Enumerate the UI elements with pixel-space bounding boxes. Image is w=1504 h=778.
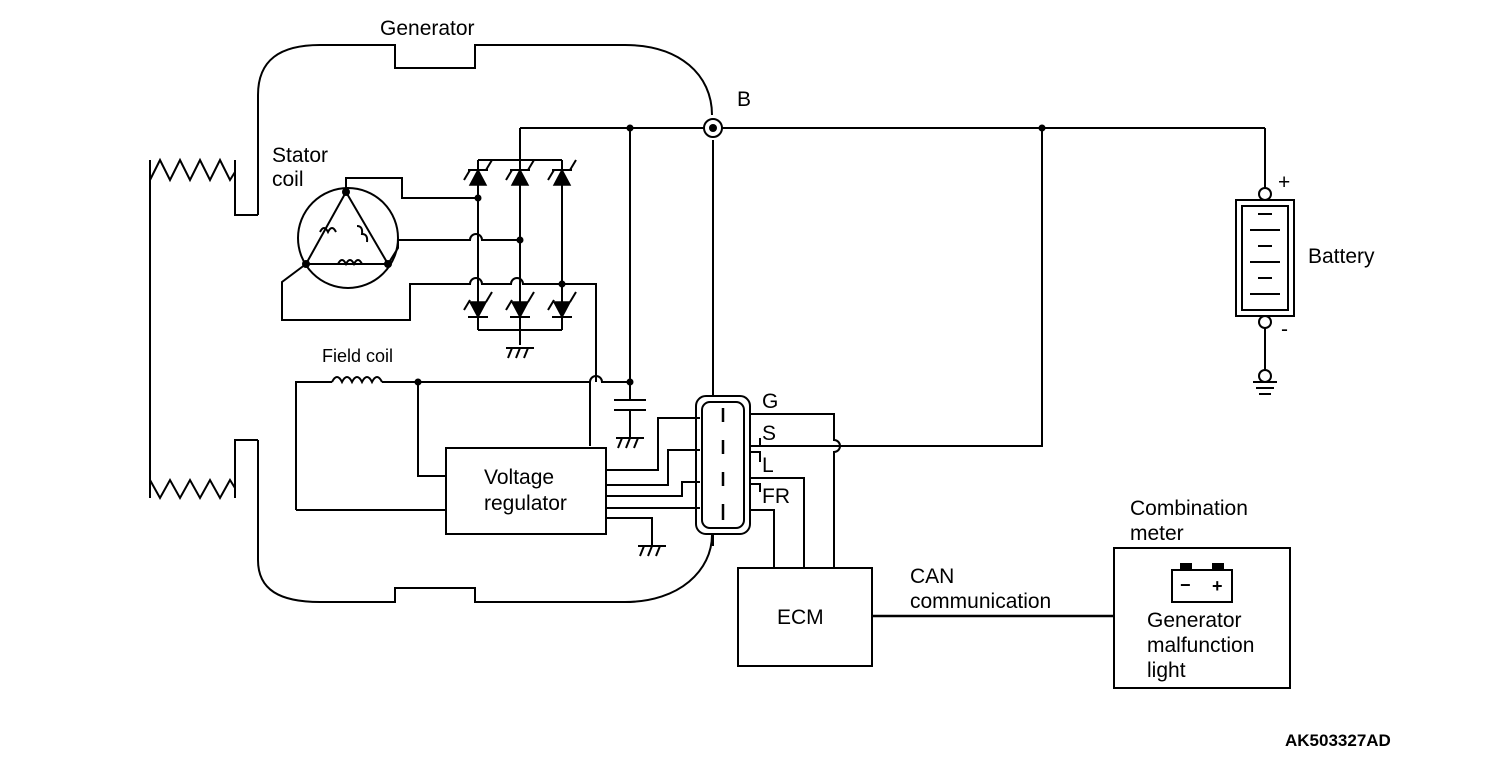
battery-minus-label: - [1281,318,1288,341]
rotor-winding [149,157,236,501]
b-terminal: B [630,88,1265,138]
combination-meter: Combination meter − + Generator malfunct… [1113,497,1291,689]
terminal-s-label: S [762,422,776,445]
voltage-regulator-label-line1: Voltage [484,466,554,489]
battery: + - Battery [1235,128,1375,395]
generator-connector [695,140,751,546]
battery-label: Battery [1308,245,1375,268]
terminal-l-label: L [762,454,774,477]
field-circuit [295,124,646,511]
terminal-fr-label: FR [762,485,790,508]
generator-label: Generator [380,17,475,40]
voltage-regulator: Voltage regulator [445,417,700,557]
combination-meter-label-line2: meter [1130,522,1184,545]
can-label-line2: communication [910,590,1051,613]
stator-coil-label-line1: Stator [272,144,328,167]
ecm-box: ECM CAN communication [737,565,1114,667]
stator-coil-label-line2: coil [272,168,304,191]
lamp-label-line3: light [1147,659,1186,682]
figure-code: AK503327AD [1285,731,1391,750]
stator-coil [281,177,562,321]
generator-housing [234,44,713,603]
battery-warning-icon: − + [1171,563,1233,603]
lamp-plus-symbol: + [1212,576,1223,596]
combination-meter-label-line1: Combination [1130,497,1248,520]
terminal-g-label: G [762,390,778,413]
lamp-label-line1: Generator [1147,609,1242,632]
connector-to-ecm-wiring: G S L FR [750,128,1043,568]
ecm-label: ECM [777,606,824,629]
lamp-minus-symbol: − [1180,575,1191,595]
rectifier-bridge [463,127,630,359]
can-label-line1: CAN [910,565,954,588]
b-terminal-label: B [737,88,751,111]
voltage-regulator-label-line2: regulator [484,492,567,515]
battery-plus-label: + [1278,171,1290,194]
lamp-label-line2: malfunction [1147,634,1254,657]
field-coil-label: Field coil [322,346,393,366]
